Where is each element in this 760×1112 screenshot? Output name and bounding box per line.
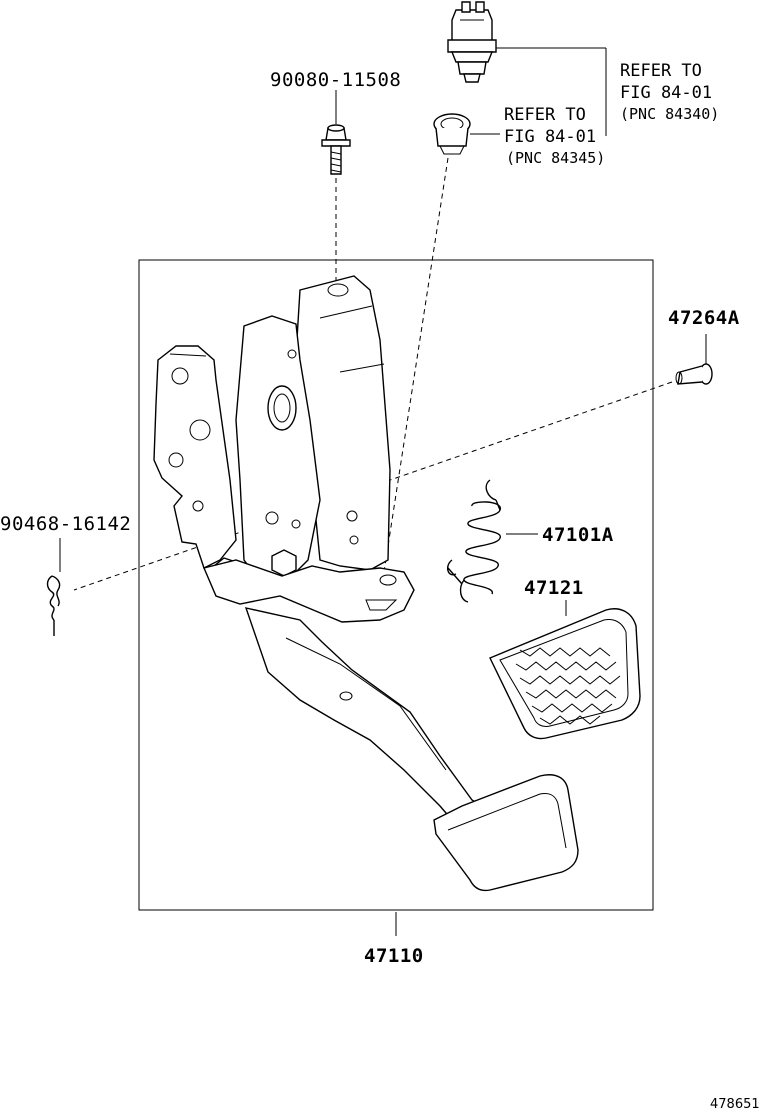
assembly-part-number: 47110 bbox=[364, 945, 424, 967]
pad-part-number: 47121 bbox=[524, 577, 584, 599]
pedal-pad-illustration bbox=[489, 608, 641, 740]
cushion-ref-line2: FIG 84-01 bbox=[504, 127, 596, 147]
bolt-illustration bbox=[321, 124, 351, 175]
pivot-pin-illustration bbox=[675, 363, 713, 385]
cushion-ref-pnc: (PNC 84345) bbox=[506, 149, 605, 167]
stop-lamp-switch-illustration bbox=[447, 1, 497, 83]
cushion-ref-line1: REFER TO bbox=[504, 105, 586, 125]
switch-ref-line2: FIG 84-01 bbox=[620, 83, 712, 103]
return-spring-illustration bbox=[446, 479, 501, 603]
spring-part-number: 47101A bbox=[542, 524, 614, 546]
switch-ref-pnc: (PNC 84340) bbox=[620, 105, 719, 123]
cushion-axis-dashed bbox=[383, 157, 449, 573]
brake-pedal-assembly-illustration bbox=[153, 275, 579, 892]
figure-id: 478651 bbox=[710, 1097, 760, 1112]
switch-ref-line1: REFER TO bbox=[620, 61, 702, 81]
pin-clip-illustration bbox=[46, 575, 61, 636]
pedal-cushion-illustration bbox=[433, 113, 471, 155]
assembly-boundary-box bbox=[138, 259, 654, 911]
clip-part-number: 90468-16142 bbox=[0, 513, 131, 535]
bolt-part-number: 90080-11508 bbox=[270, 69, 401, 91]
pin-part-number: 47264A bbox=[668, 307, 740, 329]
